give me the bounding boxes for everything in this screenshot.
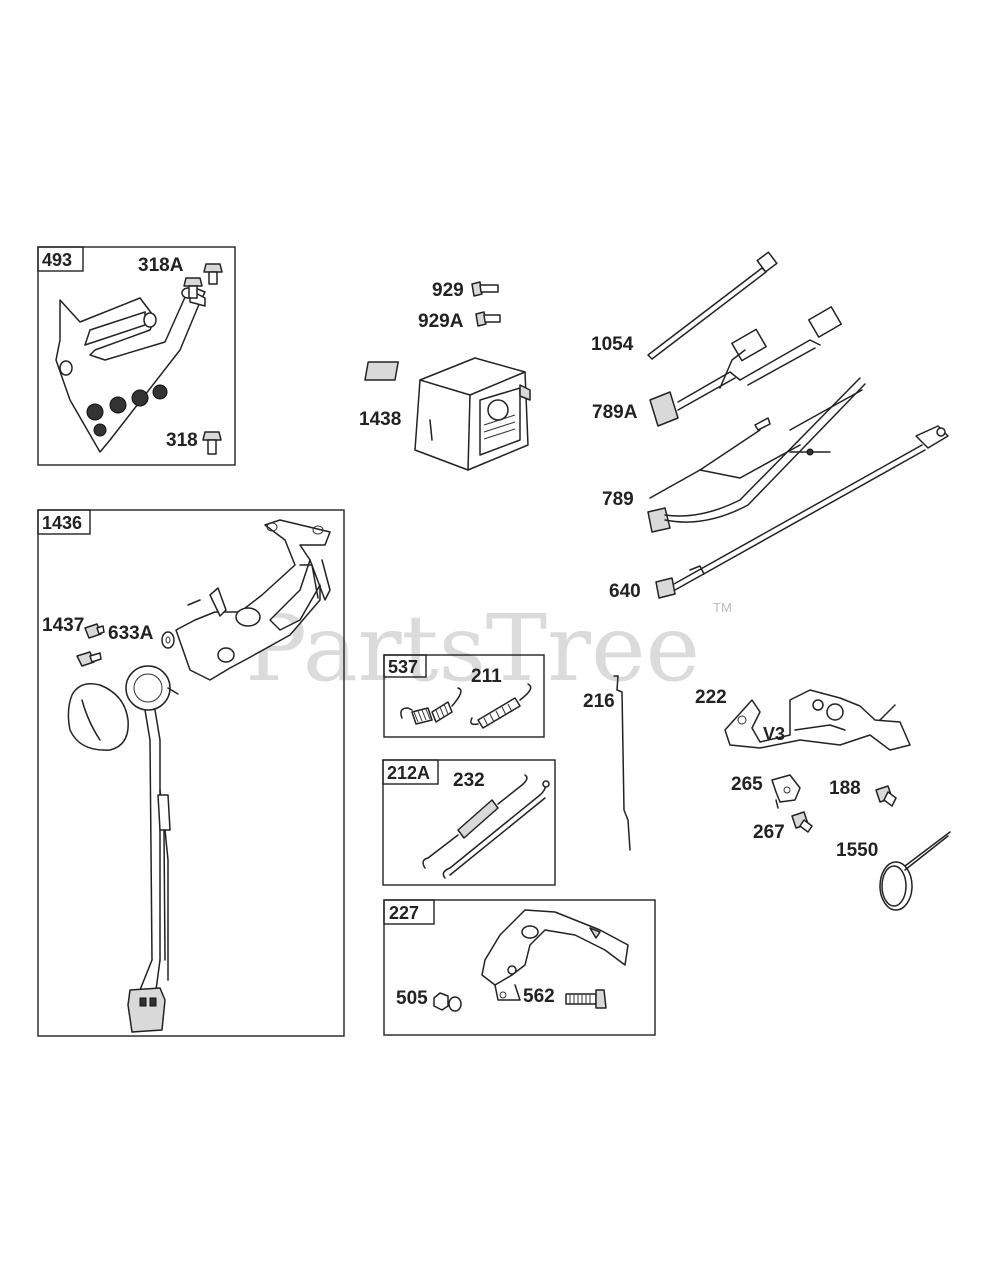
- label-633A: 633A: [108, 623, 154, 644]
- label-929: 929: [432, 280, 464, 301]
- label-318: 318: [166, 430, 198, 451]
- label-1550: 1550: [836, 840, 878, 861]
- part-1437-screws[interactable]: [76, 623, 105, 667]
- label-318A: 318A: [138, 255, 184, 276]
- part-188-screw[interactable]: [875, 785, 897, 807]
- label-267: 267: [753, 822, 785, 843]
- label-V3: V3: [763, 724, 785, 744]
- part-267-screw[interactable]: [791, 811, 813, 833]
- part-1054-cable-tie[interactable]: [647, 251, 778, 360]
- part-633A-washer[interactable]: [161, 631, 175, 649]
- part-640-wire[interactable]: [655, 425, 949, 599]
- box-label-537: 537: [388, 657, 418, 677]
- label-1438: 1438: [359, 409, 401, 430]
- part-227-bracket[interactable]: [481, 909, 629, 1001]
- part-318-screw[interactable]: [202, 431, 222, 455]
- part-789-harness[interactable]: [647, 377, 866, 533]
- box-label-493: 493: [42, 250, 72, 270]
- part-789A-harness[interactable]: [649, 306, 843, 427]
- label-216: 216: [583, 691, 615, 712]
- watermark-trademark: TM: [713, 600, 732, 615]
- label-640: 640: [609, 581, 641, 602]
- label-211: 211: [471, 666, 502, 687]
- part-562-bolt[interactable]: [565, 989, 607, 1009]
- part-493-bracket[interactable]: [55, 285, 206, 453]
- part-1438-module[interactable]: [364, 357, 531, 471]
- label-222: 222: [695, 687, 727, 708]
- part-537-spring[interactable]: [400, 687, 462, 725]
- label-505: 505: [396, 988, 428, 1009]
- part-1436-control-assembly[interactable]: [67, 519, 331, 1033]
- part-216-rod[interactable]: [613, 675, 631, 851]
- box-227: 227: [383, 899, 656, 1036]
- label-562: 562: [523, 986, 555, 1007]
- label-929A: 929A: [418, 311, 464, 332]
- label-789: 789: [602, 489, 634, 510]
- label-1437: 1437: [42, 615, 84, 636]
- box-212A: 212A: [382, 759, 556, 886]
- label-188: 188: [829, 778, 861, 799]
- part-265-clip[interactable]: [771, 774, 801, 809]
- part-232-spring-link[interactable]: [422, 774, 550, 879]
- label-265: 265: [731, 774, 763, 795]
- part-929A-screw[interactable]: [475, 311, 501, 327]
- part-211-spring[interactable]: [470, 683, 532, 729]
- label-232: 232: [453, 770, 485, 791]
- box-label-212A: 212A: [387, 763, 430, 783]
- part-222-governor-bracket[interactable]: V3: [724, 689, 911, 751]
- box-label-1436: 1436: [42, 513, 82, 533]
- box-493: 493: [37, 246, 236, 466]
- part-929-screw[interactable]: [471, 281, 499, 297]
- part-318A-screw[interactable]: [183, 263, 223, 299]
- part-1550-spring[interactable]: [879, 831, 951, 911]
- part-505-nut[interactable]: [433, 992, 462, 1012]
- box-label-227: 227: [389, 903, 419, 923]
- label-789A: 789A: [592, 402, 638, 423]
- watermark-text: PartsTree: [245, 595, 700, 702]
- box-1436: 1436: [37, 509, 345, 1037]
- box-537: 537: [383, 654, 545, 738]
- label-1054: 1054: [591, 334, 634, 355]
